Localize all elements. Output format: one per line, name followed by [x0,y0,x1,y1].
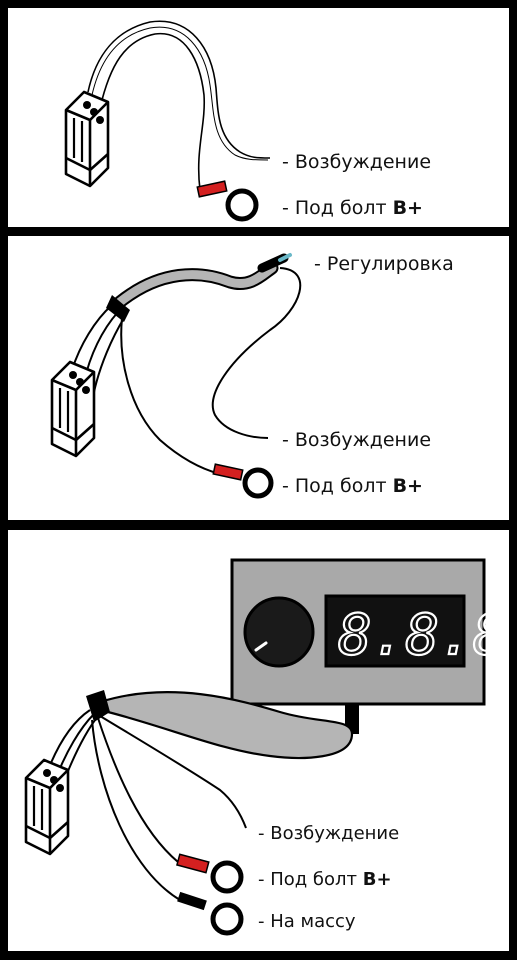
ring-terminal-icon [242,467,274,499]
connector-plug-icon [24,758,70,856]
label-excitation: - Возбуждение [282,429,431,451]
label-regulation: - Регулировка [314,253,454,275]
display-value: 8.8.8 [338,603,507,668]
cable-sheath [99,691,354,760]
label-bolt: - Под болт B+ [282,197,423,219]
panel-1-drawing: - Возбуждение - Под болт B+ [64,20,431,222]
cable-sheath [115,263,277,307]
panel-2-drawing: - Регулировка - Возбуждение - Под болт B… [50,253,454,499]
panel-3-drawing: 8.8.8 - Возбуждение - Под болт B+ - На м… [24,558,508,936]
wire-excitation-2 [211,267,302,439]
red-terminal [212,463,244,481]
red-terminal [196,180,228,198]
wire-excitation-1 [91,26,269,161]
ring-terminal-icon [210,902,244,936]
label-ground: - На массу [258,911,356,932]
connector-plug-icon [64,90,110,188]
ring-terminal-icon [225,188,259,222]
label-bolt: - Под болт B+ [258,869,392,890]
wire-ground-3 [91,719,181,901]
knob-icon [243,596,315,668]
red-terminal [176,853,210,874]
wire-bplus-3 [97,717,179,863]
label-excitation: - Возбуждение [282,151,431,173]
connector-plug-icon [50,360,96,458]
ring-terminal-icon [210,860,244,894]
wire-bplus-1 [99,32,206,191]
label-bolt: - Под болт B+ [282,475,423,497]
wire-bplus-2 [120,317,221,475]
label-excitation: - Возбуждение [258,823,399,844]
wire-excitation-3 [99,715,247,829]
digital-display [324,594,466,668]
